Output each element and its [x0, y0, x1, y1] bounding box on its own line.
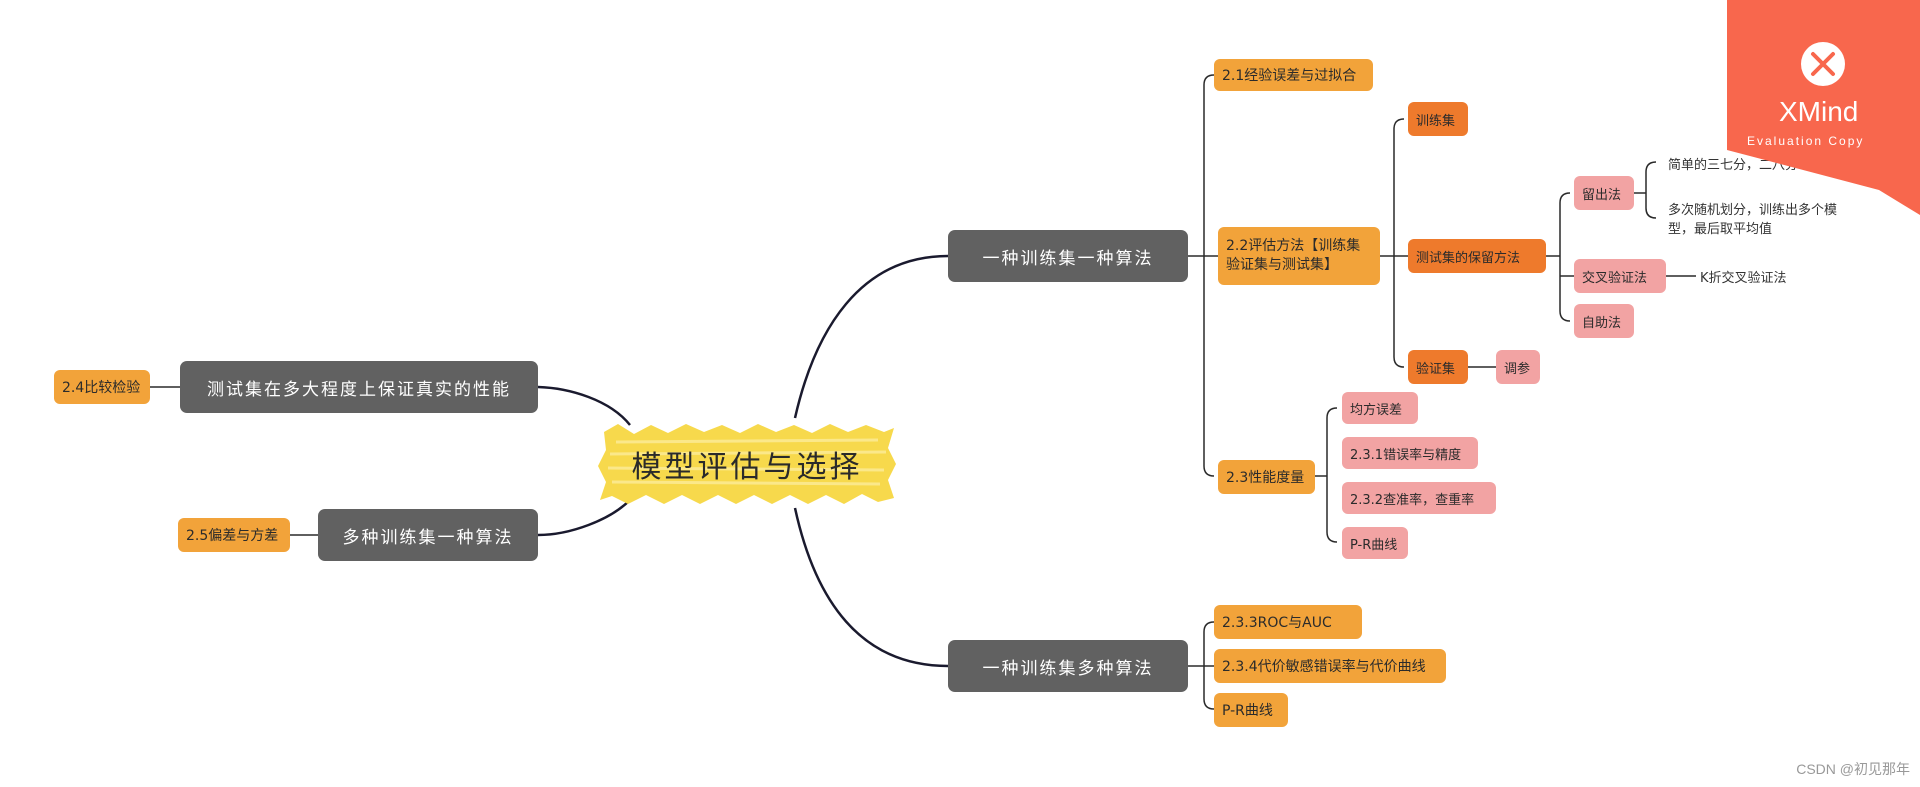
branch-test-set-performance[interactable]: 测试集在多大程度上保证真实的性能: [180, 361, 538, 413]
topic-training-set[interactable]: 训练集: [1408, 102, 1468, 136]
branch-one-set-multi-algo[interactable]: 一种训练集多种算法: [948, 640, 1188, 692]
topic-pr-curve-2[interactable]: P-R曲线: [1214, 693, 1288, 727]
topic-mse[interactable]: 均方误差: [1342, 392, 1418, 424]
topic-bias-variance[interactable]: 2.5偏差与方差: [178, 518, 290, 552]
topic-roc-auc[interactable]: 2.3.3ROC与AUC: [1214, 605, 1362, 639]
watermark-ribbon: [1727, 0, 1920, 215]
topic-test-set-method[interactable]: 测试集的保留方法: [1408, 239, 1546, 273]
note-holdout-random: 多次随机划分，训练出多个模型，最后取平均值: [1664, 198, 1850, 242]
central-topic[interactable]: 模型评估与选择: [596, 422, 898, 506]
topic-cost-sensitive[interactable]: 2.3.4代价敏感错误率与代价曲线: [1214, 649, 1446, 683]
topic-pr-curve[interactable]: P-R曲线: [1342, 527, 1408, 559]
xmind-watermark: XMind Evaluation Copy: [1727, 0, 1920, 215]
topic-evaluation-methods[interactable]: 2.2评估方法【训练集验证集与测试集】: [1218, 227, 1380, 285]
central-topic-shape: [598, 424, 896, 504]
topic-precision-recall[interactable]: 2.3.2查准率，查重率: [1342, 482, 1496, 514]
topic-kfold[interactable]: K折交叉验证法: [1696, 264, 1816, 288]
topic-empirical-error[interactable]: 2.1经验误差与过拟合: [1214, 59, 1373, 91]
topic-performance-measure[interactable]: 2.3性能度量: [1218, 460, 1315, 494]
topic-bootstrap[interactable]: 自助法: [1574, 304, 1634, 338]
central-topic-label: 模型评估与选择: [631, 450, 863, 485]
topic-error-rate[interactable]: 2.3.1错误率与精度: [1342, 437, 1478, 469]
branch-multi-set-one-algo[interactable]: 多种训练集一种算法: [318, 509, 538, 561]
topic-validation-set[interactable]: 验证集: [1408, 350, 1468, 384]
watermark-brand: XMind: [1779, 96, 1859, 127]
topic-cross-validation[interactable]: 交叉验证法: [1574, 259, 1666, 293]
watermark-subtitle: Evaluation Copy: [1747, 134, 1865, 148]
branch-one-set-one-algo[interactable]: 一种训练集一种算法: [948, 230, 1188, 282]
footer-credit: CSDN @初见那年: [1796, 761, 1910, 777]
topic-comparison-test[interactable]: 2.4比较检验: [54, 370, 150, 404]
topic-holdout[interactable]: 留出法: [1574, 176, 1634, 210]
topic-tuning[interactable]: 调参: [1496, 350, 1540, 384]
